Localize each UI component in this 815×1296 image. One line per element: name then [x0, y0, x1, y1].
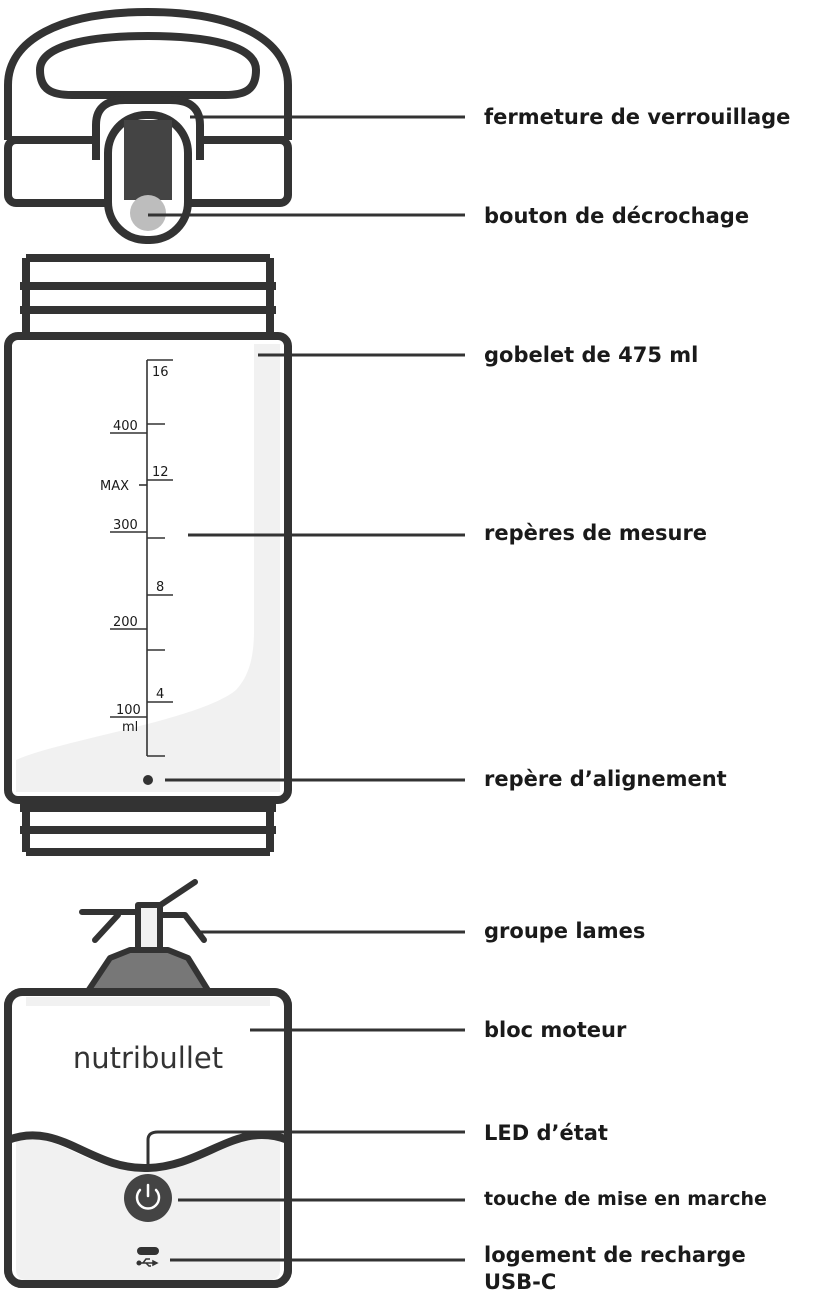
usb-c-port[interactable]: [136, 1247, 159, 1267]
callout-cup: gobelet de 475 ml: [484, 343, 699, 367]
cup-body: [4, 332, 292, 804]
measurement-labels: 400 MAX 300 200 100 ml 16 12 8 4: [100, 365, 169, 735]
leader-lines: [148, 115, 465, 1262]
oz-mark-8: 8: [156, 580, 164, 595]
blade-assembly-icon: [79, 879, 217, 1003]
oz-mark-12: 12: [152, 465, 169, 480]
base-wave: [6, 1131, 290, 1173]
callout-release-button: bouton de décrochage: [484, 204, 750, 228]
brand-logo: nutribullet: [73, 1041, 223, 1075]
latch-slot: [124, 120, 172, 200]
base-top-strip: [26, 997, 270, 1006]
callout-usb-charging-port: logement de recharge USB-C: [484, 1243, 746, 1294]
lid-handle-opening: [36, 32, 260, 99]
cup: [4, 254, 292, 856]
callout-measurement-marks: repères de mesure: [484, 521, 708, 545]
callout-blade-assembly: groupe lames: [484, 919, 646, 943]
ml-mark-max: MAX: [100, 479, 129, 494]
cup-highlight: [16, 344, 280, 792]
ml-mark-300: 300: [113, 518, 138, 533]
callout-locking-closure: fermeture de verrouillage: [484, 105, 791, 129]
release-button-icon: [130, 195, 166, 231]
ml-mark-200: 200: [113, 615, 138, 630]
callout-alignment-mark: repère d’alignement: [484, 767, 727, 791]
ml-mark-100: 100: [116, 703, 141, 718]
oz-mark-4: 4: [156, 687, 164, 702]
ml-unit: ml: [122, 720, 138, 735]
power-icon: [135, 1183, 161, 1210]
callout-status-led: LED d’état: [484, 1121, 608, 1145]
ml-mark-400: 400: [113, 419, 138, 434]
alignment-dot: [143, 775, 153, 785]
usb-icon: [136, 1258, 159, 1267]
power-button[interactable]: [124, 1174, 172, 1222]
lid: [4, 8, 292, 244]
status-led: [146, 1130, 465, 1165]
measurement-scale: [110, 359, 173, 757]
oz-mark-16: 16: [152, 365, 169, 380]
callout-motor-base: bloc moteur: [484, 1018, 627, 1042]
callout-power-button: touche de mise en marche: [484, 1188, 767, 1210]
